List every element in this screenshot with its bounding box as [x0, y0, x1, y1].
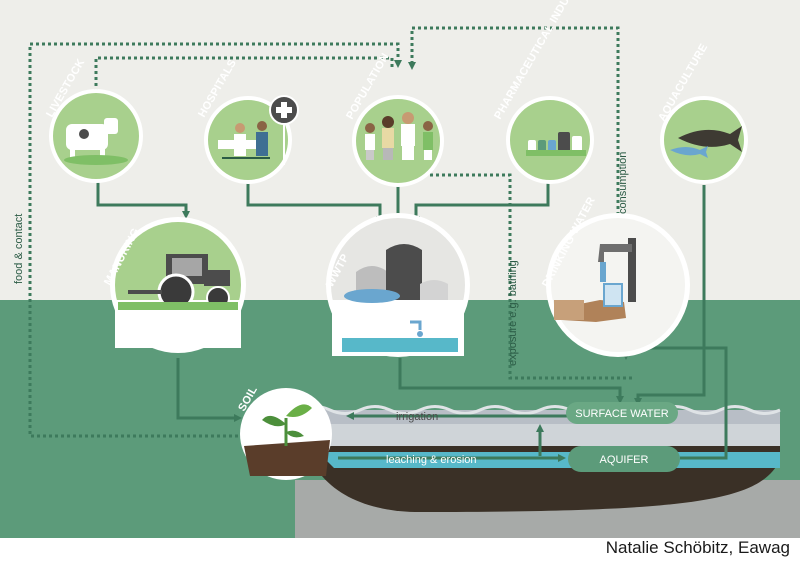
- manuring-to-soil-arrow: [176, 358, 242, 422]
- label-food-contact: food & contact: [13, 214, 25, 284]
- aquaculture-to-surface-water-arrow: [634, 185, 706, 406]
- hospitals-to-wwtp-arrow: [246, 180, 384, 224]
- node-wwtp: [326, 213, 470, 357]
- node-manuring: [110, 217, 246, 353]
- exposure-loop: [414, 171, 632, 380]
- pills-icon: [526, 132, 586, 156]
- treatment-plant-icon: [342, 244, 458, 352]
- node-pharma: [506, 96, 594, 184]
- food-contact-loop: [28, 42, 402, 438]
- node-aquaculture: [660, 96, 748, 184]
- consumption-loop: [408, 26, 620, 215]
- node-hospitals: [204, 96, 292, 184]
- label-irrigation: irrigation: [396, 411, 438, 423]
- dotted-flows: [28, 26, 632, 438]
- label-exposure: exposure e.g. bathing: [507, 260, 519, 366]
- fish-icon: [678, 126, 742, 152]
- pharma-to-wwtp-arrow: [412, 180, 550, 224]
- seedling-icon: [262, 404, 312, 446]
- people-icon: [365, 112, 433, 160]
- aquifer-pill: [568, 446, 680, 472]
- image-credit: Natalie Schöbitz, Eawag: [605, 538, 790, 557]
- node-drinking-water: [546, 213, 690, 357]
- surface-water-pill: [566, 402, 678, 424]
- medical-cross-icon: [269, 95, 299, 165]
- wwtp-to-surface-water-arrow: [398, 358, 624, 404]
- label-aquifer: AQUIFER: [600, 454, 649, 466]
- faucet-glass-icon: [554, 238, 636, 322]
- livestock-to-population-dotted: [94, 56, 394, 92]
- label-consumption: consumption: [617, 152, 629, 214]
- caption-strip: [0, 538, 800, 564]
- node-livestock: [49, 89, 143, 183]
- node-population: [352, 95, 444, 187]
- label-leaching: leaching & erosion: [386, 454, 477, 466]
- label-surface-water: SURFACE WATER: [575, 408, 669, 420]
- livestock-to-manuring-arrow: [96, 175, 190, 219]
- node-soil: [240, 388, 332, 480]
